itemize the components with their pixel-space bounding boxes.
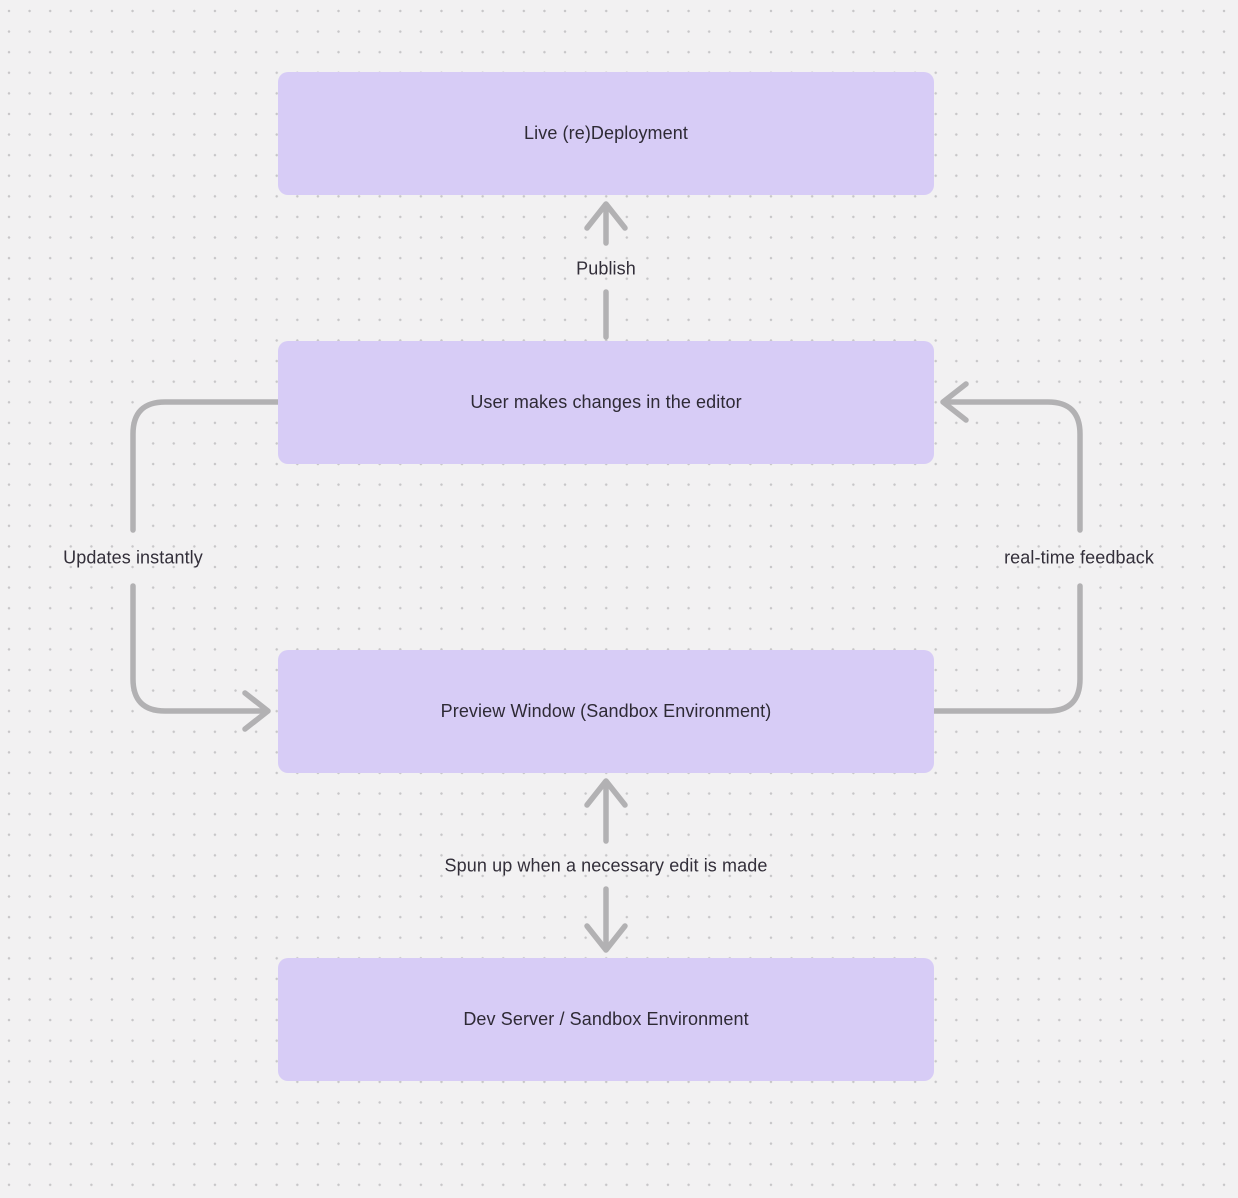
node-editor: User makes changes in the editor [278, 341, 934, 464]
node-preview-window: Preview Window (Sandbox Environment) [278, 650, 934, 773]
edge-label-publish: Publish [576, 258, 636, 279]
node-editor-label: User makes changes in the editor [470, 392, 742, 412]
edge-label-updates-instantly: Updates instantly [63, 547, 203, 568]
edge-label-real-time-feedback: real-time feedback [1004, 547, 1154, 568]
node-live-deployment-label: Live (re)Deployment [524, 123, 688, 143]
node-dev-server: Dev Server / Sandbox Environment [278, 958, 934, 1081]
node-preview-window-label: Preview Window (Sandbox Environment) [440, 701, 772, 721]
node-dev-server-label: Dev Server / Sandbox Environment [463, 1009, 749, 1029]
edge-label-spun-up: Spun up when a necessary edit is made [444, 855, 768, 876]
node-live-deployment: Live (re)Deployment [278, 72, 934, 195]
